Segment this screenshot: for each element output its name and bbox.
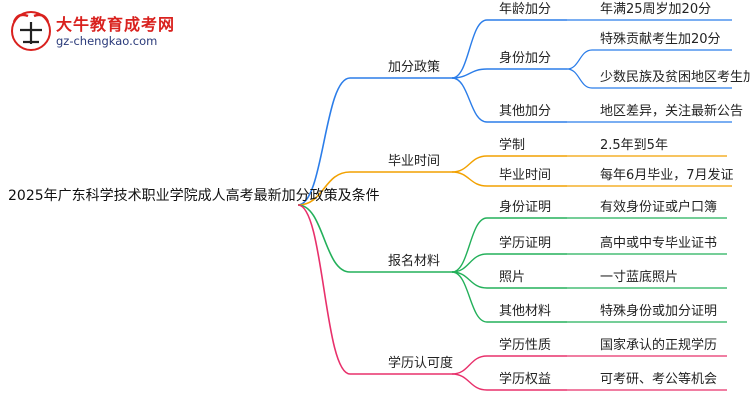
child-label: 年龄加分 — [499, 2, 552, 17]
mindmap-edges — [297, 19, 732, 391]
edge-branch-to-child — [451, 253, 488, 273]
edge-root-to-branch — [297, 171, 351, 206]
edge-branch-to-child — [451, 77, 488, 123]
edge-root-to-branch — [297, 204, 351, 273]
leaf-label: 少数民族及贫困地区考生加分 — [600, 70, 750, 85]
child-label: 其他加分 — [499, 104, 552, 119]
leaf-label: 高中或中专毕业证书 — [600, 236, 718, 251]
site-logo: 大牛教育成考网 gz-chengkao.com — [8, 8, 188, 58]
logo-site-url: gz-chengkao.com — [56, 34, 158, 48]
child-label: 身份证明 — [499, 200, 552, 215]
branch-label: 报名材料 — [388, 254, 441, 269]
branch-label: 加分政策 — [388, 60, 441, 75]
edge-branch-to-child — [451, 373, 488, 391]
bull-logo-icon — [11, 11, 51, 51]
child-label: 学历性质 — [499, 338, 552, 353]
branch-label: 学历认可度 — [388, 356, 454, 371]
child-label: 学制 — [499, 138, 526, 153]
leaf-label: 一寸蓝底照片 — [600, 270, 679, 285]
edge-root-to-branch — [297, 77, 351, 206]
child-label: 毕业时间 — [499, 168, 552, 183]
edge-root-to-branch — [297, 204, 351, 375]
child-label: 身份加分 — [499, 51, 552, 66]
leaf-label: 特殊贡献考生加20分 — [600, 32, 721, 47]
edge-child-to-leaf — [566, 49, 593, 70]
leaf-label: 地区差异，关注最新公告 — [600, 104, 744, 119]
edge-branch-to-child — [451, 155, 488, 173]
edge-branch-to-child — [451, 171, 488, 187]
child-label: 学历权益 — [499, 372, 552, 387]
edge-branch-to-child — [451, 19, 488, 79]
child-label: 学历证明 — [499, 236, 552, 251]
child-label: 照片 — [499, 270, 526, 285]
root-topic: 2025年广东科学技术职业学院成人高考最新加分政策及条件 — [8, 188, 380, 204]
branch-label: 毕业时间 — [388, 154, 441, 169]
edge-branch-to-child — [451, 271, 488, 323]
leaf-label: 每年6月毕业，7月发证 — [600, 168, 734, 183]
edge-child-to-leaf — [566, 68, 593, 89]
leaf-label: 有效身份证或户口簿 — [600, 200, 718, 215]
leaf-label: 国家承认的正规学历 — [600, 338, 718, 353]
leaf-label: 特殊身份或加分证明 — [600, 304, 718, 319]
leaf-label: 年满25周岁加20分 — [600, 2, 712, 17]
leaf-label: 2.5年到5年 — [600, 138, 668, 153]
edge-branch-to-child — [451, 68, 488, 79]
logo-site-name: 大牛教育成考网 — [56, 15, 176, 34]
child-label: 其他材料 — [499, 304, 552, 319]
leaf-label: 可考研、考公等机会 — [600, 372, 718, 387]
edge-branch-to-child — [451, 355, 488, 375]
edge-branch-to-child — [451, 217, 488, 273]
